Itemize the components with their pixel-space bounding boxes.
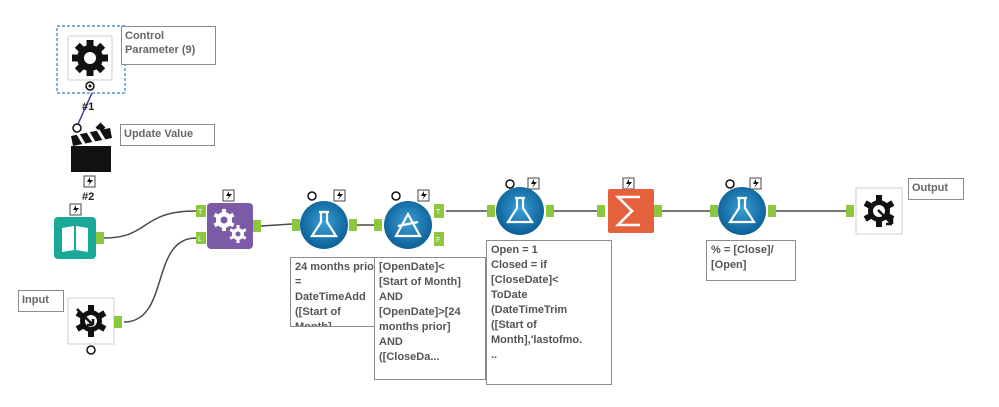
formula-3-annotation: % = [Close]/ [Open] [706,240,796,281]
connection-lines [77,92,846,323]
macro-input-icon [75,305,107,337]
join-gears-icon [207,203,253,249]
output-anchor[interactable] [114,316,122,328]
input-anchor[interactable] [846,205,854,217]
output-label: Output [908,178,964,200]
svg-text:T: T [436,209,441,216]
flask-icon [300,201,348,249]
input-anchor[interactable] [292,219,300,231]
svg-text:L: L [198,236,202,243]
input-tool-2[interactable] [67,297,122,355]
filter-annotation: [OpenDate]< [Start of Month] AND [OpenDa… [374,257,486,380]
clapperboard-icon [71,128,112,172]
input-anchor[interactable] [374,219,382,231]
connection-input1-join [103,210,197,239]
gear-icon [72,40,108,76]
lightning-icon [69,175,96,216]
output-anchor[interactable] [546,205,554,217]
macro-output-icon [863,195,895,227]
output-anchor[interactable] [253,220,261,232]
output-anchor[interactable] [768,205,776,217]
left-anchor[interactable] [196,205,206,217]
input-anchor[interactable] [710,205,718,217]
formula-tool-3[interactable] [710,177,776,235]
connection-control-update [77,92,93,125]
sequence-label-1: #1 [82,101,94,113]
formula-1-annotation: 24 months prior = DateTimeAdd ([Start of… [290,257,385,327]
output-tool[interactable] [846,187,903,235]
input-tool-1[interactable]: #2 [54,175,104,259]
input-label: Input [18,290,64,312]
question-anchor-icon[interactable] [72,123,82,133]
output-anchor[interactable] [349,219,357,231]
connection-input2-join [123,237,197,323]
false-anchor[interactable] [434,232,444,246]
flask-icon [718,187,766,235]
input-anchor[interactable] [597,205,605,217]
right-anchor[interactable] [196,232,206,244]
sequence-label-2: #2 [82,191,94,203]
flask-icon [496,187,544,235]
question-anchor-icon[interactable] [505,179,515,189]
svg-text:F: F [436,237,440,244]
formula-tool-1[interactable] [292,189,357,249]
control-parameter-label: Control Parameter (9) [121,26,216,65]
formula-tool-2[interactable] [487,177,554,235]
output-anchor[interactable] [96,232,104,244]
filter-tool[interactable]: T F [374,189,444,249]
output-anchor[interactable] [654,205,662,217]
join-tool[interactable]: T L [196,189,261,249]
question-anchor-icon[interactable] [391,191,401,201]
update-value-tool[interactable]: #1 [71,101,112,172]
question-anchor-icon[interactable] [307,191,317,201]
question-anchor-icon[interactable] [725,179,735,189]
summarize-tool[interactable] [597,177,662,233]
formula-2-annotation: Open = 1 Closed = if [CloseDate]< ToDate… [486,240,612,385]
update-value-label: Update Value [120,124,215,146]
svg-text:T: T [198,209,203,216]
true-anchor[interactable] [434,204,444,218]
book-input-icon [54,217,96,259]
connection-join-formula1 [260,223,293,227]
question-anchor-icon[interactable] [86,345,96,355]
input-anchor[interactable] [487,205,495,217]
control-parameter-tool[interactable] [56,25,126,94]
